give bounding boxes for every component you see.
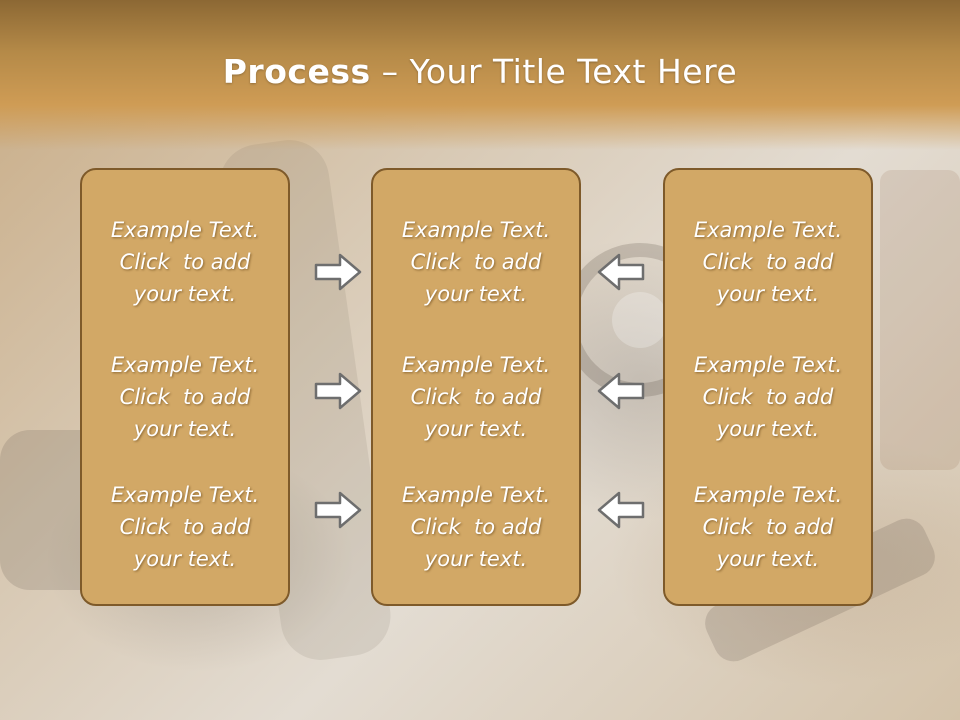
text-line: Click to add <box>119 250 251 274</box>
process-panel-left[interactable]: Example Text. Click to add your text. Ex… <box>80 168 290 606</box>
text-line: Click to add <box>702 515 834 539</box>
text-line: your text. <box>424 282 528 306</box>
text-line: your text. <box>424 417 528 441</box>
text-line: your text. <box>133 547 237 571</box>
panel-text-block[interactable]: Example Text. Click to add your text. <box>82 349 288 445</box>
text-line: Click to add <box>702 385 834 409</box>
process-panel-center[interactable]: Example Text. Click to add your text. Ex… <box>371 168 581 606</box>
panel-text-block[interactable]: Example Text. Click to add your text. <box>82 214 288 310</box>
text-line: Example Text. <box>401 218 551 242</box>
text-line: your text. <box>133 417 237 441</box>
panel-text-block[interactable]: Example Text. Click to add your text. <box>665 349 871 445</box>
text-line: Click to add <box>410 515 542 539</box>
panel-text-block[interactable]: Example Text. Click to add your text. <box>373 214 579 310</box>
right-arrow-icon[interactable] <box>314 252 362 292</box>
title-banner: Process – Your Title Text Here <box>0 0 960 150</box>
text-line: Example Text. <box>110 218 260 242</box>
panel-text-block[interactable]: Example Text. Click to add your text. <box>665 214 871 310</box>
text-line: Example Text. <box>693 483 843 507</box>
text-line: your text. <box>716 417 820 441</box>
panel-text-block[interactable]: Example Text. Click to add your text. <box>82 479 288 575</box>
text-line: Example Text. <box>401 353 551 377</box>
panel-text-block[interactable]: Example Text. Click to add your text. <box>373 349 579 445</box>
text-line: Click to add <box>119 515 251 539</box>
text-line: your text. <box>716 282 820 306</box>
right-arrow-icon[interactable] <box>314 490 362 530</box>
text-line: your text. <box>716 547 820 571</box>
left-arrow-icon[interactable] <box>597 371 645 411</box>
text-line: Click to add <box>702 250 834 274</box>
process-panel-right[interactable]: Example Text. Click to add your text. Ex… <box>663 168 873 606</box>
text-line: Click to add <box>410 250 542 274</box>
left-arrow-icon[interactable] <box>597 490 645 530</box>
title-bold-part: Process <box>222 52 371 91</box>
left-arrow-icon[interactable] <box>597 252 645 292</box>
text-line: your text. <box>133 282 237 306</box>
panel-text-block[interactable]: Example Text. Click to add your text. <box>373 479 579 575</box>
slide-title[interactable]: Process – Your Title Text Here <box>0 52 960 91</box>
text-line: Click to add <box>410 385 542 409</box>
panel-text-block[interactable]: Example Text. Click to add your text. <box>665 479 871 575</box>
text-line: Example Text. <box>693 218 843 242</box>
text-line: Example Text. <box>110 353 260 377</box>
text-line: your text. <box>424 547 528 571</box>
text-line: Example Text. <box>693 353 843 377</box>
title-rest-part: – Your Title Text Here <box>370 52 738 91</box>
text-line: Click to add <box>119 385 251 409</box>
text-line: Example Text. <box>401 483 551 507</box>
text-line: Example Text. <box>110 483 260 507</box>
right-arrow-icon[interactable] <box>314 371 362 411</box>
